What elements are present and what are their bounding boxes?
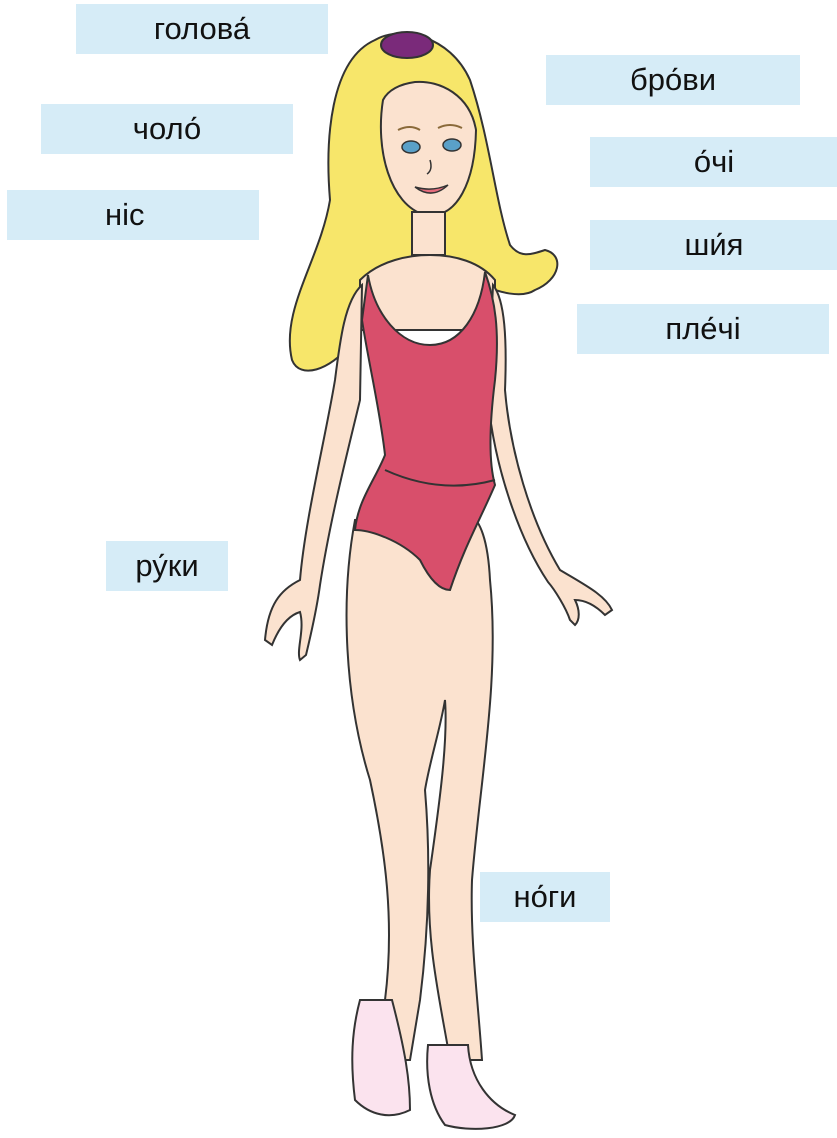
- label-plechi: пле́чі: [577, 304, 829, 354]
- eye-left: [402, 141, 420, 153]
- label-ruky: ру́ки: [106, 541, 228, 591]
- label-chol: чоло́: [41, 104, 293, 154]
- hairband-icon: [381, 32, 433, 58]
- label-ochi: о́чі: [590, 137, 837, 187]
- label-brovy: бро́ви: [546, 55, 800, 105]
- label-nohy: но́ги: [480, 872, 610, 922]
- label-nis: ніс: [7, 190, 259, 240]
- label-shyia: ши́я: [590, 220, 837, 270]
- eye-right: [443, 139, 461, 151]
- legs: [347, 515, 493, 1060]
- label-holova: голова́: [76, 4, 328, 54]
